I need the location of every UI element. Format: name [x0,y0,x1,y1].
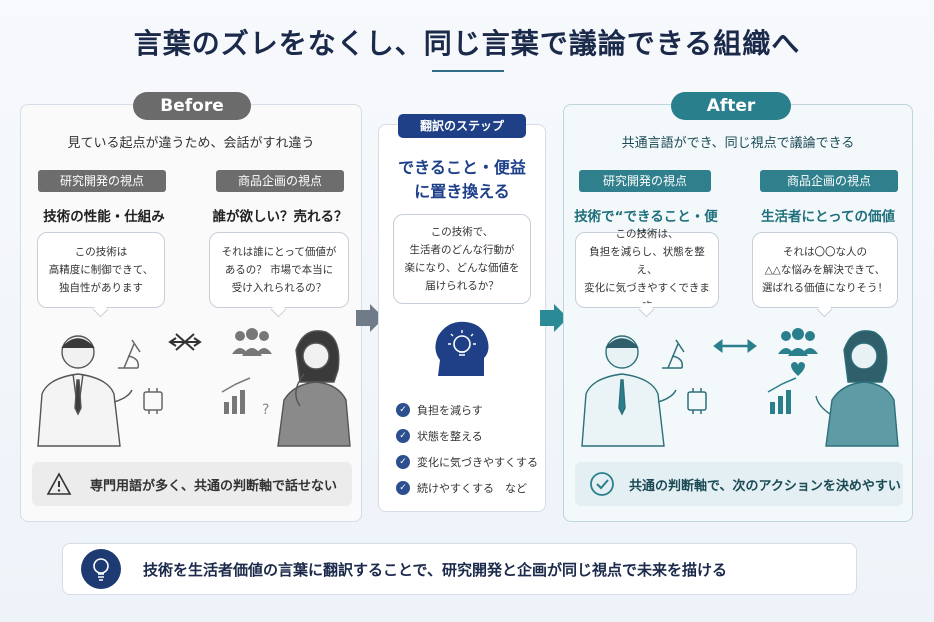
check-icon: ✓ [396,403,410,417]
researcher-figure [581,335,677,447]
researcher-figure [37,335,133,447]
translation-title-1: できること・便益 [398,158,526,177]
microscope-icon [662,339,685,369]
lightbulb-icon [81,549,121,589]
people-icon [778,328,818,356]
translation-label: 翻訳のステップ [398,114,526,138]
after-illustration [581,328,899,447]
translation-panel [378,124,546,512]
title-underline [432,70,504,72]
after-label: After [671,92,791,120]
flask-icon [687,388,707,414]
microscope-icon [118,339,141,369]
check-icon: ✓ [396,429,410,443]
before-footer-text: 専門用語が多く、共通の判断軸で話せない [90,478,338,494]
translation-bubble: この技術で、 生活者のどんな行動が 楽になり、どんな価値を 届けられるか？ [393,214,531,304]
after-rd-tag: 研究開発の視点 [579,170,711,192]
check-icon: ✓ [396,455,410,469]
translation-title-2: に置き換える [414,182,510,201]
planner-figure [815,330,899,447]
before-illustration: ? [37,328,351,447]
people-icon [232,328,272,356]
before-subtitle: 見ている起点が違うため、会話がすれ違う [67,136,315,151]
chart-icon [767,377,797,414]
before-rd-heading: 技術の性能・仕組み [43,209,165,225]
summary-banner-text: 技術を生活者価値の言葉に翻訳することで、研究開発と企画が同じ視点で未来を描ける [143,560,727,579]
double-arrow-icon [713,339,757,353]
step-item-4: ✓ 続けやすくする など [396,480,527,496]
question-icon: ? [262,402,269,418]
page-title: 言葉のズレをなくし、同じ言葉で議論できる組織へ [133,27,801,60]
before-footer: 専門用語が多く、共通の判断軸で話せない [32,462,352,506]
warning-icon [46,472,72,495]
after-planning-heading: 生活者にとっての価値 [761,209,895,225]
before-panel [20,104,362,522]
after-rd-bubble: この技術は、 負担を減らし、状態を整え、 変化に気づきやすくできます [575,228,719,312]
after-footer: 共通の判断軸で、次のアクションを決めやすい [575,462,903,506]
check-icon: ✓ [396,481,410,495]
before-to-middle-arrow [356,304,384,332]
after-planning-tag: 商品企画の視点 [760,170,898,192]
step-item-1: ✓ 負担を減らす [396,402,483,418]
flask-icon [143,388,163,414]
summary-banner: 技術を生活者価値の言葉に翻訳することで、研究開発と企画が同じ視点で未来を描ける [62,543,857,595]
before-planning-bubble: それは誰にとって価値が あるの？ 市場で本当に 受け入れられるの？ [209,232,349,308]
middle-to-after-arrow [540,304,568,332]
mismatch-arrows-icon [168,333,202,351]
before-label: Before [133,92,251,120]
before-planning-tag: 商品企画の視点 [216,170,344,192]
after-footer-text: 共通の判断軸で、次のアクションを決めやすい [629,478,901,494]
after-subtitle: 共通言語ができ、同じ視点で議論できる [621,136,855,151]
before-rd-tag: 研究開発の視点 [38,170,166,192]
step-item-2: ✓ 状態を整える [396,428,483,444]
heart-icon [791,362,805,376]
check-circle-icon [590,472,614,496]
planner-figure [277,330,351,447]
step-item-3: ✓ 変化に気づきやすくする [396,454,538,470]
chart-icon [221,377,251,414]
before-rd-bubble: この技術は 高精度に制御できて、 独自性があります [37,232,165,308]
before-planning-heading: 誰が欲しい？売れる？ [212,209,348,225]
after-planning-bubble: それは〇〇な人の △△な悩みを解決できて、 選ばれる価値になりそう！ [752,232,898,308]
lightbulb-head-icon [435,321,489,376]
